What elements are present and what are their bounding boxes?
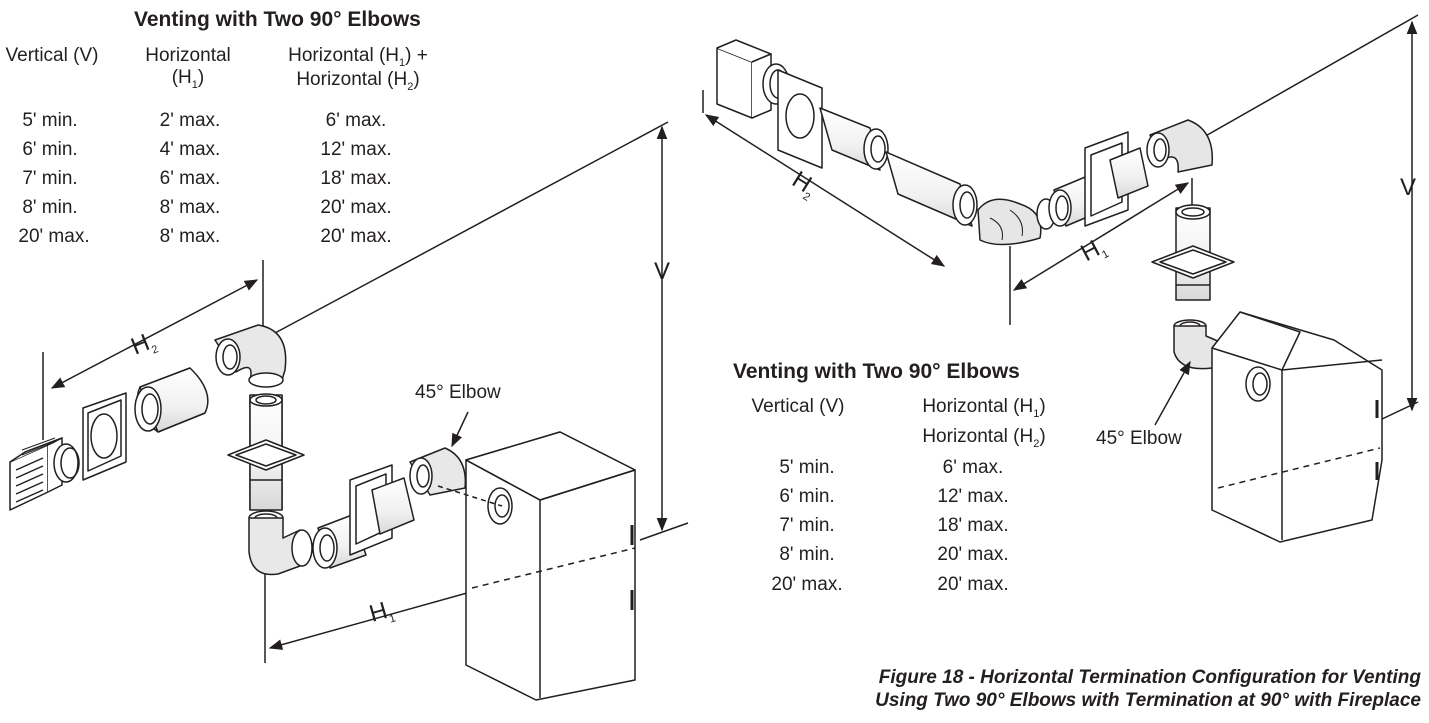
elbow-right-label: 45° Elbow <box>1096 428 1182 449</box>
wall-plate-left-2 <box>349 464 415 556</box>
table-left-header-sum-l2a: Horizontal (H <box>296 68 408 90</box>
pipe-right-2 <box>885 151 978 227</box>
table-right-r2-h: 18' max. <box>937 515 1009 536</box>
elbow-45-left <box>409 447 467 496</box>
pipe-right-1 <box>819 107 889 171</box>
table-left-r4-v: 20' max. <box>18 226 90 247</box>
right-top-guide-line <box>1194 14 1419 143</box>
fireplace-left <box>437 431 636 701</box>
table-right-header-h2b: ) <box>1039 426 1046 447</box>
table-right-header-h1-sub: 1 <box>1033 407 1040 420</box>
table-left-r2-sum: 18' max. <box>320 168 392 189</box>
wall-plate-left <box>82 392 127 481</box>
elbow-45-right <box>1173 319 1257 387</box>
table-right-r3-h: 20' max. <box>937 544 1009 565</box>
table-left-r0-v: 5' min. <box>22 110 78 131</box>
table-right-r0-h: 6' max. <box>942 457 1004 478</box>
table-left-r0-h1: 2' max. <box>159 110 221 131</box>
table-left-header-sum: Horizontal (H1) + Horizontal (H2) <box>252 45 464 93</box>
elbow-left-upper <box>214 324 287 388</box>
wall-plate-right <box>777 69 823 169</box>
table-left-header-sum-l2-sub: 2 <box>407 80 414 93</box>
table-left-header-h1-close: ) <box>197 67 205 88</box>
table-left-r1-v: 6' min. <box>22 139 78 160</box>
table-right-title: Venting with Two 90° Elbows <box>733 360 1020 383</box>
h1-right-dimension-line <box>1012 182 1190 291</box>
wall-plate-right-2 <box>1084 131 1149 227</box>
pipe-right-vertical <box>1151 204 1235 301</box>
table-right-r4-h: 20' max. <box>937 574 1009 595</box>
table-right-header-h2: Horizontal (H2) <box>894 426 1074 450</box>
table-left-header-h1-line2: (H <box>171 67 192 88</box>
figure-caption: Figure 18 - Horizontal Termination Confi… <box>875 666 1421 712</box>
figure-caption-line2: Using Two 90° Elbows with Termination at… <box>875 690 1421 711</box>
elbow-left-callout-arrow <box>451 411 469 448</box>
table-left-r0-sum: 6' max. <box>325 110 387 131</box>
h2-right-dimension-line <box>704 114 946 267</box>
table-right-r3-v: 8' min. <box>779 544 835 565</box>
table-right-r1-v: 6' min. <box>779 486 835 507</box>
table-left-r4-h1: 8' max. <box>159 226 221 247</box>
fireplace-right <box>1211 311 1383 543</box>
table-left-r4-sum: 20' max. <box>320 226 392 247</box>
table-right-header-h1b: ) <box>1039 396 1046 417</box>
elbow-left-lower <box>248 510 313 576</box>
table-left-header-sum-l2b: ) <box>413 68 420 90</box>
table-right-r1-h: 12' max. <box>937 486 1009 507</box>
figure-caption-line1: Figure 18 - Horizontal Termination Confi… <box>878 667 1421 688</box>
table-right-header-h1a: Horizontal (H <box>922 396 1034 417</box>
right-assembly <box>702 14 1419 543</box>
elbow-left-label: 45° Elbow <box>415 382 501 403</box>
table-left-header-h1-sub: 1 <box>191 78 198 91</box>
termination-cap-left <box>9 437 80 511</box>
table-right-r2-v: 7' min. <box>779 515 835 536</box>
left-mid-guide-line <box>639 522 689 541</box>
table-left-r3-v: 8' min. <box>22 197 78 218</box>
termination-cap-right <box>716 39 790 119</box>
v-left-label: V <box>654 258 671 285</box>
table-right-header-vertical: Vertical (V) <box>751 396 845 417</box>
left-assembly <box>9 121 689 701</box>
pipe-left-1 <box>134 367 209 433</box>
table-left-title: Venting with Two 90° Elbows <box>134 8 421 31</box>
table-left-header-h1: Horizontal (H1) <box>130 45 246 91</box>
table-left-r2-v: 7' min. <box>22 168 78 189</box>
table-left-header-sum-l1a: Horizontal (H <box>288 45 400 66</box>
table-left-r2-h1: 6' max. <box>159 168 221 189</box>
table-left-r1-sum: 12' max. <box>320 139 392 160</box>
table-left-header-sum-l1-sub: 1 <box>399 56 406 69</box>
v-right-label: V <box>1400 174 1417 201</box>
elbow-right-middle <box>977 198 1056 246</box>
table-left-header-h1-line1: Horizontal <box>145 45 231 66</box>
table-right-r4-v: 20' max. <box>771 574 843 595</box>
table-left-r3-h1: 8' max. <box>159 197 221 218</box>
table-right-header-h1: Horizontal (H1) <box>894 396 1074 420</box>
table-left-r3-sum: 20' max. <box>320 197 392 218</box>
elbow-right-callout-arrow <box>1154 360 1191 426</box>
table-right-header-h2-sub: 2 <box>1033 437 1040 450</box>
left-top-guide-line <box>261 121 669 341</box>
table-right-r0-v: 5' min. <box>779 457 835 478</box>
table-left-header-vertical: Vertical (V) <box>5 45 99 66</box>
table-right-header-h2a: Horizontal (H <box>922 426 1034 447</box>
table-left-header-sum-l1b: ) + <box>405 45 428 66</box>
h1-left-dimension-line <box>268 584 494 650</box>
elbow-right-upper <box>1146 119 1214 173</box>
pipe-left-vertical <box>227 393 305 511</box>
h2-left-dimension-line <box>50 279 259 389</box>
table-left-r1-h1: 4' max. <box>159 139 221 160</box>
